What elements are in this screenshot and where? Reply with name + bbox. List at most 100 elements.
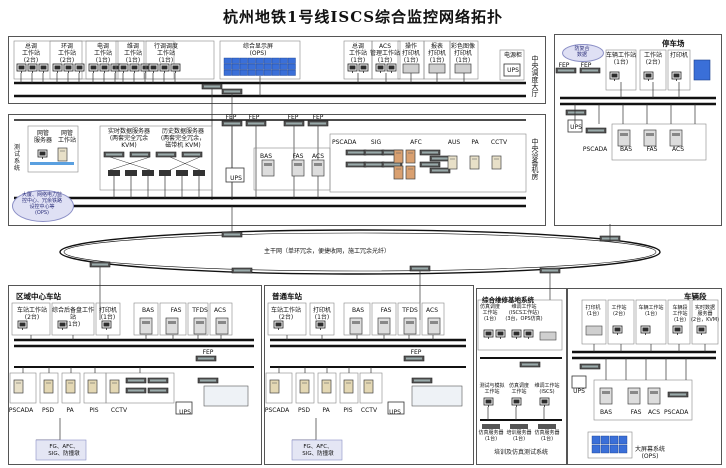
depot2-frame	[566, 288, 722, 465]
s1-cctv-switch-2-ports	[128, 389, 144, 392]
s2-bottom-link	[292, 418, 317, 441]
occ-ups-box	[503, 63, 521, 77]
occ-device-label-2: 电调 工作站 (1台)	[93, 43, 112, 64]
server-unit-4	[176, 170, 188, 176]
tr-server-label-2: 仿真服务器 (1台)	[534, 430, 560, 442]
s2-dev-label-1: 打印机 (1台)	[312, 307, 331, 321]
s2-cabinet-4	[403, 317, 417, 335]
s2-sub-label-2: PA	[322, 407, 330, 414]
ops-tile-0-2	[239, 57, 248, 64]
d2-monitor-4-screen	[698, 327, 705, 332]
d2-switch-ports	[582, 365, 598, 368]
d2-screen-tile-0-0	[591, 435, 601, 445]
occ-right-label-3: 报表 打印机 (1台)	[427, 43, 446, 64]
tr-sub-label-0: 测试与模拟 工作站	[479, 383, 505, 395]
d2-monitor-3-screen	[674, 327, 681, 332]
fep-label-2: FEP	[287, 114, 299, 121]
s1-cctv-switch-3-ports	[150, 389, 166, 392]
d2-screen-tile-1-3	[618, 444, 628, 454]
d2-dev-label-4: 实时数据 服务器 (2台，KVM)	[690, 305, 720, 323]
pscada-switch-4-ports	[366, 163, 382, 166]
occ-right-monitor-0-b-screen	[360, 65, 367, 70]
occ-right-monitor-0-a-screen	[349, 65, 356, 70]
depot-label-5: UPS	[570, 124, 582, 131]
tr-sub-monitor-1-screen	[513, 399, 520, 404]
depot-switch-ports	[568, 111, 584, 114]
d2-screen-tile-1-2	[609, 444, 619, 454]
tr-server-0	[482, 424, 500, 429]
tr-sub-label-2: 维调工作站 (ISCS)	[534, 383, 560, 395]
tr-server-1	[510, 424, 528, 429]
server-unit-3	[159, 170, 171, 176]
test-system-label: 测试 系统	[13, 144, 20, 172]
depot-acs-cabinet-panel	[672, 133, 680, 136]
subsys-label-7: PA	[471, 139, 479, 146]
station2-frame	[264, 285, 474, 465]
server-label-0: 网管 服务器	[33, 130, 52, 144]
ops-tile-2-3	[247, 69, 256, 76]
s1-dev-label-2: 打印机 (1台)	[98, 307, 117, 321]
ops-tile-0-4	[255, 57, 264, 64]
sig-tower-0	[393, 149, 404, 164]
tr-top-group	[477, 299, 563, 351]
occ-monitor-2-1-screen	[101, 65, 108, 70]
depot-label-4: 打印机	[669, 52, 688, 59]
backbone-ring	[59, 229, 661, 275]
s1-monitor-1-screen	[59, 322, 66, 327]
tr-printer	[539, 331, 557, 341]
tr-dev-label-1: 维调工作站 (ISCS工作站) (3台，OPS仿真)	[505, 304, 543, 322]
occ-monitor-1-0-screen	[54, 65, 61, 70]
subsys-label-2: ACS	[312, 153, 324, 160]
s2-cabinet-2-panel	[352, 321, 360, 324]
occ-device-label-4: 行调调度 工作站 (1台)	[153, 43, 178, 64]
server-switch-2-ports	[158, 153, 174, 156]
d2-monitor-1-screen	[614, 327, 621, 332]
s1-cabinet-4-panel	[168, 321, 176, 324]
s2-dev-label-2: BAS	[351, 307, 365, 314]
depot-bas-cabinet	[617, 129, 631, 147]
tr-footer-label: 培训及仿真测试系统	[493, 449, 548, 456]
fep-label-1: FEP	[248, 114, 260, 121]
s1-dev-label-0: 车站工作站 (2台)	[16, 307, 47, 321]
pscada-switch-1-ports	[366, 151, 382, 154]
occ-right-label-2: 操作 打印机 (1台)	[401, 43, 420, 64]
ops-tile-2-7	[279, 69, 288, 76]
s1-dev-label-4: FAS	[170, 307, 182, 314]
occ-printer-3	[428, 63, 446, 74]
fep-label-3: FEP	[312, 114, 324, 121]
subsys-label-3: PSCADA	[332, 139, 357, 146]
depot-monitor-0-screen	[611, 73, 618, 78]
diagram-title: 杭州地铁1号线ISCS综合监控网络拓扑	[222, 8, 504, 26]
s2-dev-label-5: ACS	[426, 307, 438, 314]
depot-acs-cabinet	[669, 129, 683, 147]
ops-tile-2-0	[223, 69, 232, 76]
s2-dev-label-3: FAS	[380, 307, 392, 314]
fas-cabinet	[291, 159, 305, 177]
occ-right-monitor-1-b-screen	[388, 65, 395, 70]
s2-ups-box	[387, 401, 405, 415]
d2-pscada-switch-ports	[670, 393, 686, 396]
depot2-title: 车辆段	[684, 292, 707, 301]
d2-monitor-2-screen	[642, 327, 649, 332]
pscada-switch-3-ports	[348, 163, 364, 166]
depot-label-0: FEP	[558, 62, 570, 69]
subsys-label-8: CCTV	[490, 139, 508, 146]
depot-bas-cabinet-panel	[620, 133, 628, 136]
ops-tile-0-7	[279, 57, 288, 64]
ops-tile-2-4	[255, 69, 264, 76]
s2-cabinet-3-panel	[380, 321, 388, 324]
occ-monitor-0-1-screen	[29, 65, 36, 70]
depot-label-2: 车辆工作站 (1台)	[606, 52, 637, 66]
depot-fep-0-ports	[558, 69, 574, 72]
s1-panel	[203, 385, 249, 407]
tr-server-label-1: 培训服务器 (1台)	[506, 430, 532, 442]
ops-tile-1-2	[239, 63, 248, 70]
s1-dev-label-5: TFDS	[192, 307, 208, 314]
ops-tile-1-5	[263, 63, 272, 70]
external-cloud-label: 大厦、网络电力监 控中心、冗余铁路 设控中心等 (OPS)	[21, 192, 62, 216]
depot-label-3: 工作站 (2台)	[643, 52, 662, 66]
fep-box-2-ports	[286, 122, 302, 125]
depot-fas-cabinet-panel	[646, 133, 654, 136]
depot-cloud	[562, 44, 604, 62]
